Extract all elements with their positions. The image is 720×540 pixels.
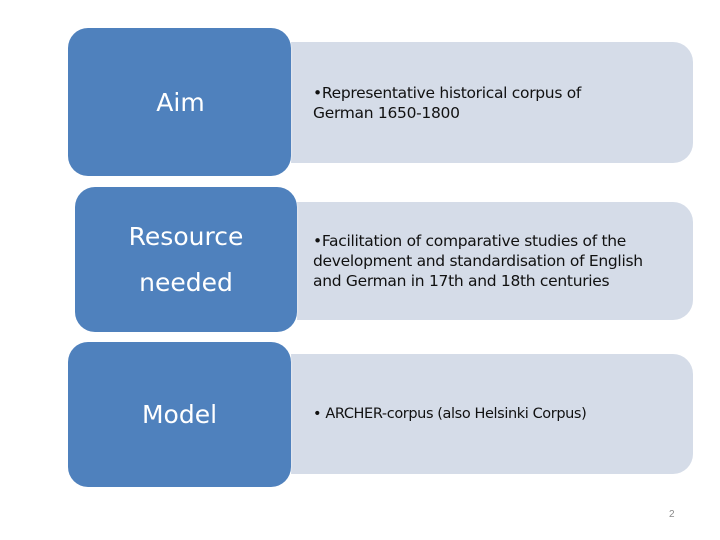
- label-box-model: Model: [68, 342, 291, 487]
- label-resource: Resource needed: [128, 221, 244, 297]
- content-box-model: • ARCHER-corpus (also Helsinki Corpus): [291, 354, 693, 474]
- content-text-aim: •Representative historical corpus of Ger…: [313, 83, 582, 122]
- label-model: Model: [141, 400, 218, 429]
- content-box-resource: •Facilitation of comparative studies of …: [297, 202, 693, 320]
- label-box-aim: Aim: [68, 28, 291, 176]
- label-aim: Aim: [156, 87, 205, 117]
- content-text-resource: •Facilitation of comparative studies of …: [313, 232, 643, 290]
- content-box-aim: •Representative historical corpus of Ger…: [291, 42, 693, 163]
- label-box-resource: Resource needed: [75, 187, 297, 332]
- page-number: 2: [669, 509, 675, 520]
- content-text-model: • ARCHER-corpus (also Helsinki Corpus): [313, 406, 587, 422]
